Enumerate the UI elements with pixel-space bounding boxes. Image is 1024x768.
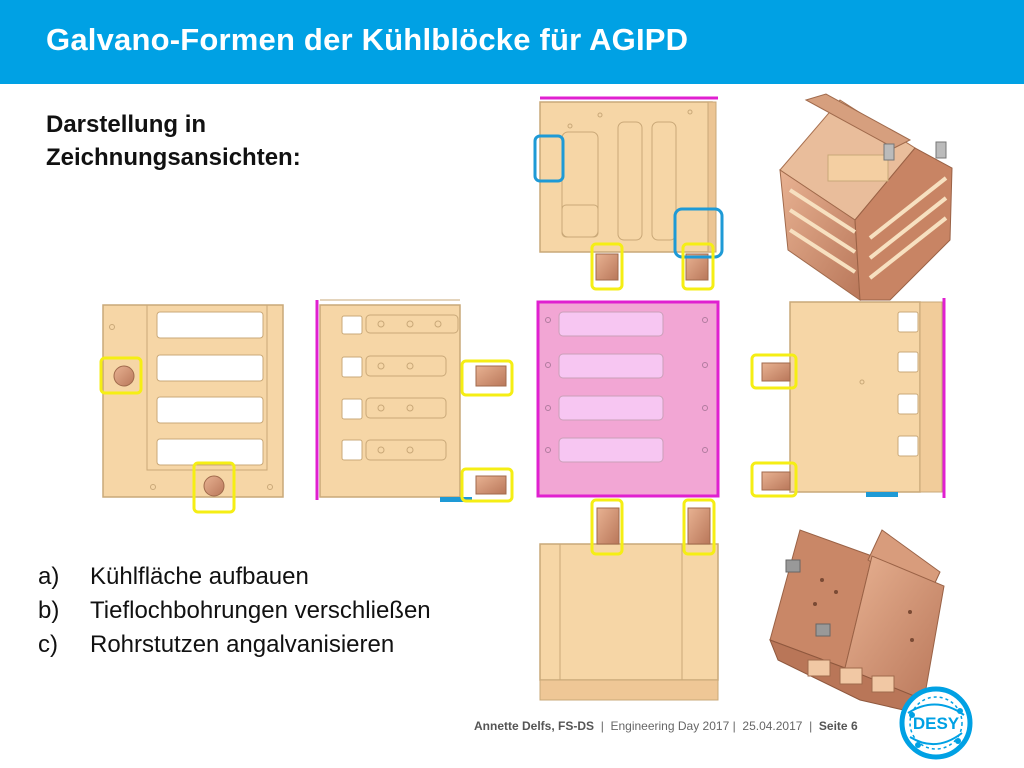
logo-text: DESY (913, 714, 960, 733)
list-item: c)Rohrstutzen angalvanisieren (38, 631, 395, 658)
list-item: a)Kühlfläche aufbauen (38, 563, 309, 590)
list-item: b)Tieflochbohrungen verschließen (38, 597, 431, 624)
footer-separator: | (600, 719, 604, 733)
left-side-view (99, 304, 284, 514)
isometric-view-top (779, 93, 953, 302)
footer-separator: | (732, 719, 736, 733)
top-view-drawing (533, 96, 724, 291)
front-view-cooling-surface (536, 300, 720, 498)
footer-date: 25.04.2017 (742, 719, 803, 733)
title-bar (0, 0, 1024, 84)
subtitle-line-1: Darstellung in (46, 111, 207, 138)
desy-logo: DESY (899, 686, 973, 760)
isometric-view-bottom (769, 529, 945, 713)
footer-event: Engineering Day 2017 (610, 719, 730, 733)
right-side-view (750, 298, 946, 498)
footer: Annette Delfs, FS-DS | Engineering Day 2… (474, 719, 858, 733)
footer-page-number: Seite 6 (818, 719, 858, 733)
footer-author: Annette Delfs, FS-DS (474, 719, 595, 733)
slide-title: Galvano-Formen der Kühlblöcke für AGIPD (46, 22, 689, 57)
footer-separator: | (809, 719, 813, 733)
steps-list: a)Kühlfläche aufbauen b)Tieflochbohrunge… (38, 560, 431, 662)
bottom-view-drawing (539, 498, 719, 701)
subtitle: Darstellung in Zeichnungsansichten: (46, 108, 301, 174)
subtitle-line-2: Zeichnungsansichten: (46, 144, 301, 171)
side-view-2 (315, 299, 514, 503)
